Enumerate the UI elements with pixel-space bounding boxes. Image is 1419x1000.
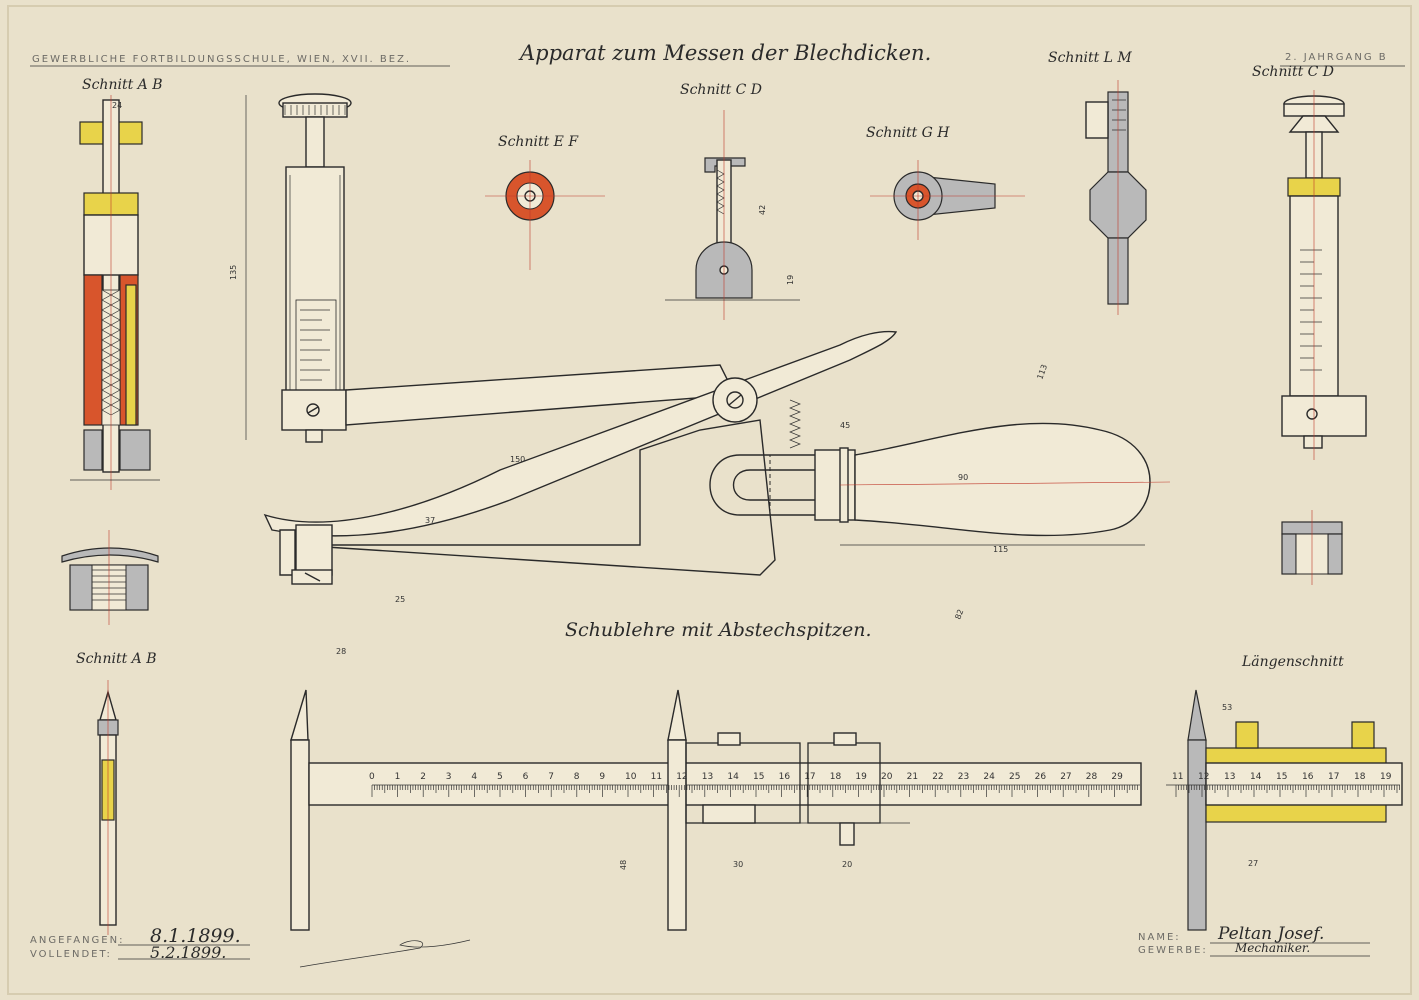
ruler-tick-label: 4	[471, 772, 477, 782]
section-lm	[1085, 80, 1147, 315]
ruler-tick-label: 19	[855, 772, 867, 782]
dim-53: 53	[1222, 703, 1232, 712]
ruler-tick-label: 27	[1060, 772, 1071, 782]
dim-30: 30	[733, 860, 743, 869]
detail-small-cap	[1281, 510, 1343, 585]
school-header: GEWERBLICHE FORTBILDUNGSSCHULE, WIEN, XV…	[32, 54, 411, 65]
handle	[839, 422, 1171, 546]
finished-date: 5.2.1899.	[150, 943, 226, 962]
ruler-tick-label: 12	[676, 772, 687, 782]
ruler-tick-label: 23	[958, 772, 969, 782]
dim-82: 82	[953, 608, 965, 621]
subtitle-caliper: Schublehre mit Abstechspitzen.	[565, 619, 872, 641]
ruler-tick-label: 1	[395, 772, 401, 782]
name-value: Peltan Josef.	[1217, 924, 1324, 944]
section-label-lm: Schnitt L M	[1048, 50, 1132, 66]
ruler-tick-label: 14	[727, 772, 739, 782]
ruler-tick-label: 28	[1086, 772, 1098, 782]
ruler-tick-label: 29	[1111, 772, 1123, 782]
ruler-tick-label: 20	[881, 772, 893, 782]
section-label-ef: Schnitt E F	[498, 134, 579, 150]
detail-tick-label: 16	[1302, 772, 1314, 782]
dim-20: 20	[842, 860, 852, 869]
detail-ruler-ticks: 11 12 13 14 15 16 17 18 19	[1172, 772, 1400, 797]
started-label: ANGEFANGEN:	[30, 935, 124, 946]
section-ef	[485, 160, 605, 270]
ruler-tick-label: 3	[446, 772, 452, 782]
section-label-ab-bottom: Schnitt A B	[76, 651, 157, 667]
detail-tick-label: 18	[1354, 772, 1366, 782]
section-ab-top	[70, 95, 160, 490]
ruler-tick-label: 21	[907, 772, 918, 782]
detail-tick-label: 12	[1198, 772, 1209, 782]
dim-135: 135	[229, 265, 238, 280]
dim-42-mid: 42	[758, 205, 767, 215]
section-label-ab-top: Schnitt A B	[82, 77, 163, 93]
ruler-tick-label: 25	[1009, 772, 1020, 782]
ruler-tick-label: 0	[369, 772, 375, 782]
dim-24-top: 24	[112, 101, 122, 110]
dim-150: 150	[510, 455, 525, 464]
trade-label: GEWERBE:	[1138, 945, 1208, 956]
detail-thread-cap	[61, 530, 159, 625]
ruler-tick-label: 26	[1035, 772, 1047, 782]
ruler-tick-label: 9	[599, 772, 605, 782]
caliper	[290, 689, 1142, 931]
dim-19-mid: 19	[786, 275, 795, 285]
dim-115: 115	[993, 545, 1008, 554]
ruler-tick-label: 8	[574, 772, 580, 782]
dim-48: 48	[619, 860, 628, 870]
ruler-tick-label: 7	[548, 772, 554, 782]
ruler-tick-label: 13	[702, 772, 713, 782]
ruler-tick-label: 18	[830, 772, 842, 782]
section-gh	[870, 160, 1025, 240]
lever-arms	[263, 330, 898, 585]
detail-tick-label: 17	[1328, 772, 1339, 782]
trade-value: Mechaniker.	[1234, 941, 1310, 955]
inspector-signature	[299, 939, 471, 968]
ruler-tick-label: 22	[932, 772, 943, 782]
ruler-tick-label: 16	[779, 772, 791, 782]
detail-tick-label: 11	[1172, 772, 1183, 782]
dim-90: 90	[958, 473, 968, 482]
dim-28: 28	[336, 647, 346, 656]
finished-label: VOLLENDET:	[30, 949, 112, 960]
dim-37: 37	[425, 516, 435, 525]
section-cd-mid	[665, 110, 800, 320]
drawing-title: Apparat zum Messen der Blechdicken.	[518, 41, 931, 65]
ruler-tick-label: 15	[753, 772, 764, 782]
dim-25: 25	[395, 595, 405, 604]
dim-45: 45	[840, 421, 850, 430]
longitudinal-section	[1166, 689, 1403, 931]
ruler-tick-label: 5	[497, 772, 503, 782]
dim-27: 27	[1248, 859, 1258, 868]
detail-tick-label: 19	[1380, 772, 1392, 782]
detail-tick-label: 15	[1276, 772, 1287, 782]
paper-edge	[7, 5, 1412, 995]
section-label-longitudinal: Längenschnitt	[1241, 654, 1344, 670]
ruler-tick-label: 24	[983, 772, 995, 782]
name-label: NAME:	[1138, 932, 1181, 943]
section-label-gh: Schnitt G H	[866, 125, 950, 141]
section-cd-right	[1281, 90, 1367, 460]
ruler-tick-label: 6	[523, 772, 529, 782]
section-label-cd-right: Schnitt C D	[1252, 64, 1334, 80]
ruler-tick-label: 17	[804, 772, 815, 782]
plunger-assembly	[278, 93, 352, 443]
ruler-tick-label: 10	[625, 772, 637, 782]
detail-tick-label: 14	[1250, 772, 1262, 782]
ruler-tick-label: 2	[420, 772, 426, 782]
section-ab-point	[97, 680, 119, 935]
detail-tick-label: 13	[1224, 772, 1235, 782]
section-label-cd-mid: Schnitt C D	[680, 82, 762, 98]
year-label: 2. JAHRGANG B	[1285, 52, 1388, 63]
started-date: 8.1.1899.	[150, 925, 241, 947]
ruler-tick-label: 11	[651, 772, 662, 782]
